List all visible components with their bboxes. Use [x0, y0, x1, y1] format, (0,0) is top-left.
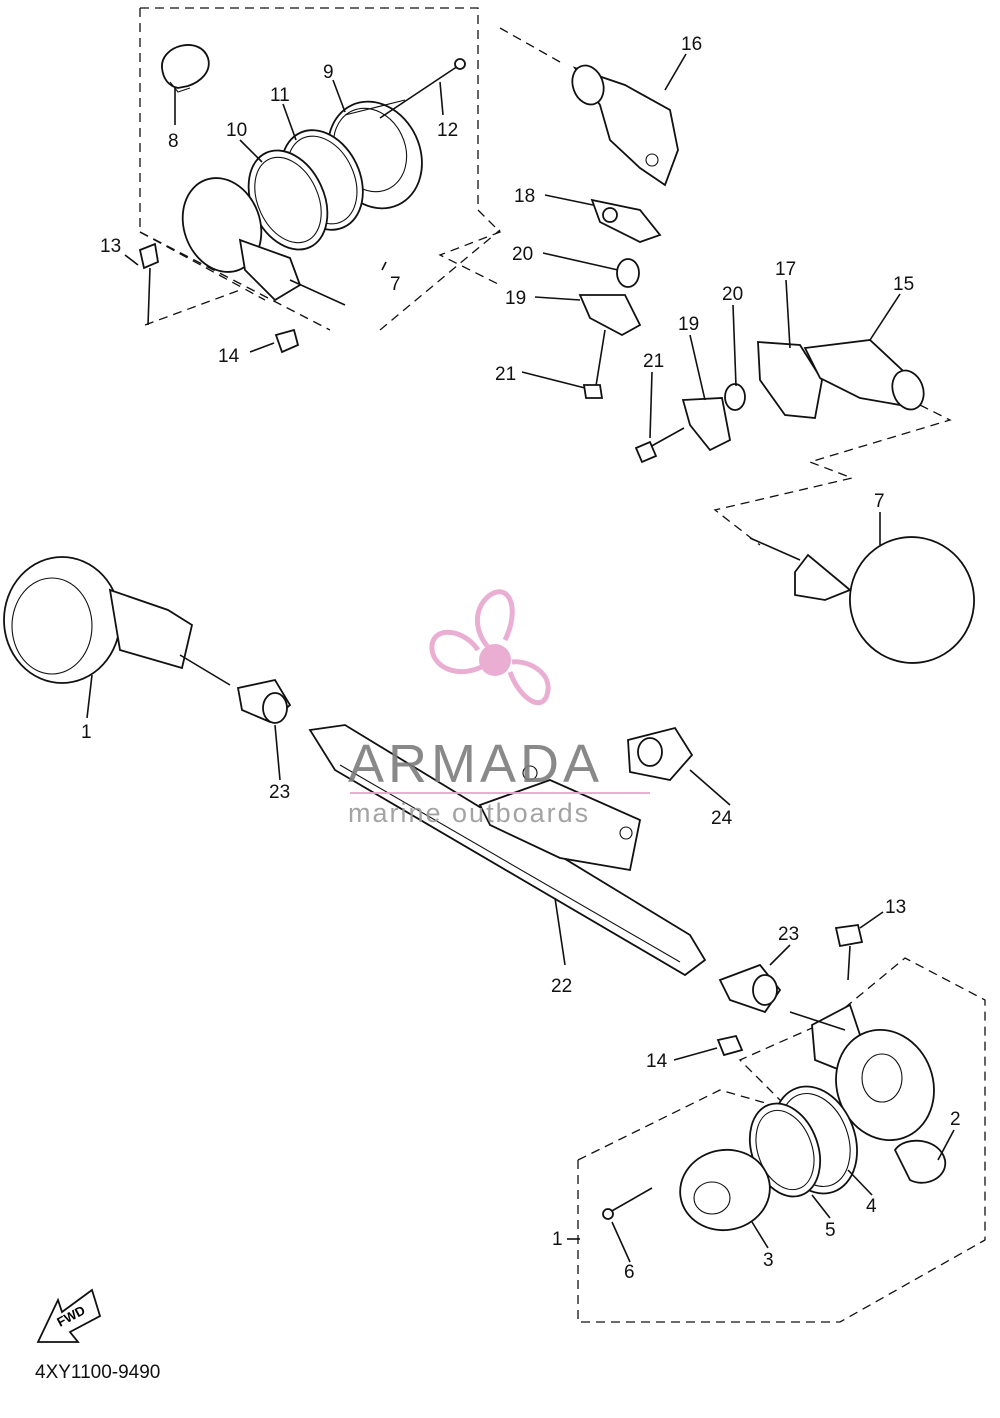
gasket-10 [247, 149, 329, 251]
watermark-rule [350, 792, 650, 794]
part-label-18: 18 [514, 186, 535, 207]
turn-signal-body-lower [789, 1003, 935, 1142]
part-label-1-left: 1 [81, 722, 92, 743]
grommet-23-right [718, 963, 782, 1014]
collar-20-upper [616, 258, 640, 288]
part-label-10: 10 [226, 120, 247, 141]
lens-3 [679, 1148, 771, 1232]
part-label-5: 5 [825, 1220, 836, 1241]
bulb-8 [161, 44, 210, 93]
part-label-19-lower: 19 [678, 314, 699, 335]
part-label-17: 17 [775, 259, 796, 280]
part-label-20-lower: 20 [722, 284, 743, 305]
watermark: ARMADA marine outboards [348, 589, 650, 828]
part-label-21-upper: 21 [495, 364, 516, 385]
clamp-24 [627, 726, 694, 781]
part-label-19-upper: 19 [505, 288, 526, 309]
fwd-arrow-icon: FWD [36, 1288, 102, 1343]
part-label-3: 3 [763, 1250, 774, 1271]
gasket-17 [757, 341, 823, 419]
collar-20-lower [724, 383, 746, 411]
grommet-23-left [236, 678, 292, 724]
leader-lines [86, 53, 955, 1263]
plate-19-lower [681, 397, 732, 452]
handlebar-stay-22 [308, 724, 707, 977]
part-label-7-right: 7 [874, 491, 885, 512]
turn-signal-body-7-right [749, 536, 975, 664]
bolt-21-lower [634, 427, 685, 464]
part-label-13-upper: 13 [100, 236, 121, 257]
part-label-11: 11 [270, 85, 290, 106]
part-label-22: 22 [551, 976, 572, 997]
part-label-8: 8 [168, 131, 179, 152]
part-label-13-lower: 13 [885, 897, 906, 918]
part-label-21-lower: 21 [643, 351, 664, 372]
screw-6 [602, 1187, 653, 1220]
watermark-title: ARMADA [348, 734, 603, 794]
bolt-13-upper [138, 242, 160, 326]
part-label-15: 15 [893, 274, 914, 295]
bulb-2 [893, 1139, 946, 1184]
part-label-20-upper: 20 [512, 244, 533, 265]
part-label-23-right: 23 [778, 924, 799, 945]
drawing-code: 4XY1100-9490 [35, 1362, 160, 1383]
bracket-15 [803, 339, 925, 411]
assembly-boundary-upper-right [713, 404, 952, 546]
turn-signal-body-7-upper [181, 177, 346, 306]
watermark-subtitle: marine outboards [348, 798, 590, 828]
part-label-2: 2 [950, 1109, 961, 1130]
turn-signal-1-left [3, 556, 231, 686]
part-label-9: 9 [323, 62, 334, 83]
part-label-1-lower: 1 [552, 1229, 563, 1250]
plate-18 [590, 198, 662, 243]
part-label-23-left: 23 [269, 782, 290, 803]
part-labels: 8 11 9 10 12 13 7 14 16 18 20 19 21 20 1… [81, 34, 961, 1283]
part-label-4: 4 [866, 1196, 877, 1217]
part-label-7-upper: 7 [390, 274, 401, 295]
part-label-12: 12 [437, 120, 458, 141]
bolt-21-upper [582, 329, 606, 399]
screw-12 [379, 58, 466, 119]
part-label-16: 16 [681, 34, 702, 55]
part-label-6: 6 [624, 1262, 635, 1283]
plate-19-upper [578, 294, 642, 337]
part-label-14-upper: 14 [218, 346, 240, 367]
bolt-13-lower [834, 923, 864, 981]
part-label-24: 24 [711, 808, 733, 829]
nut-14-lower [716, 1034, 744, 1057]
bracket-16 [571, 64, 679, 187]
propeller-logo-icon [429, 589, 551, 706]
assembly-boundary-upper-left [139, 7, 561, 331]
nut-14-upper [274, 328, 300, 354]
part-label-14-lower: 14 [646, 1051, 668, 1072]
